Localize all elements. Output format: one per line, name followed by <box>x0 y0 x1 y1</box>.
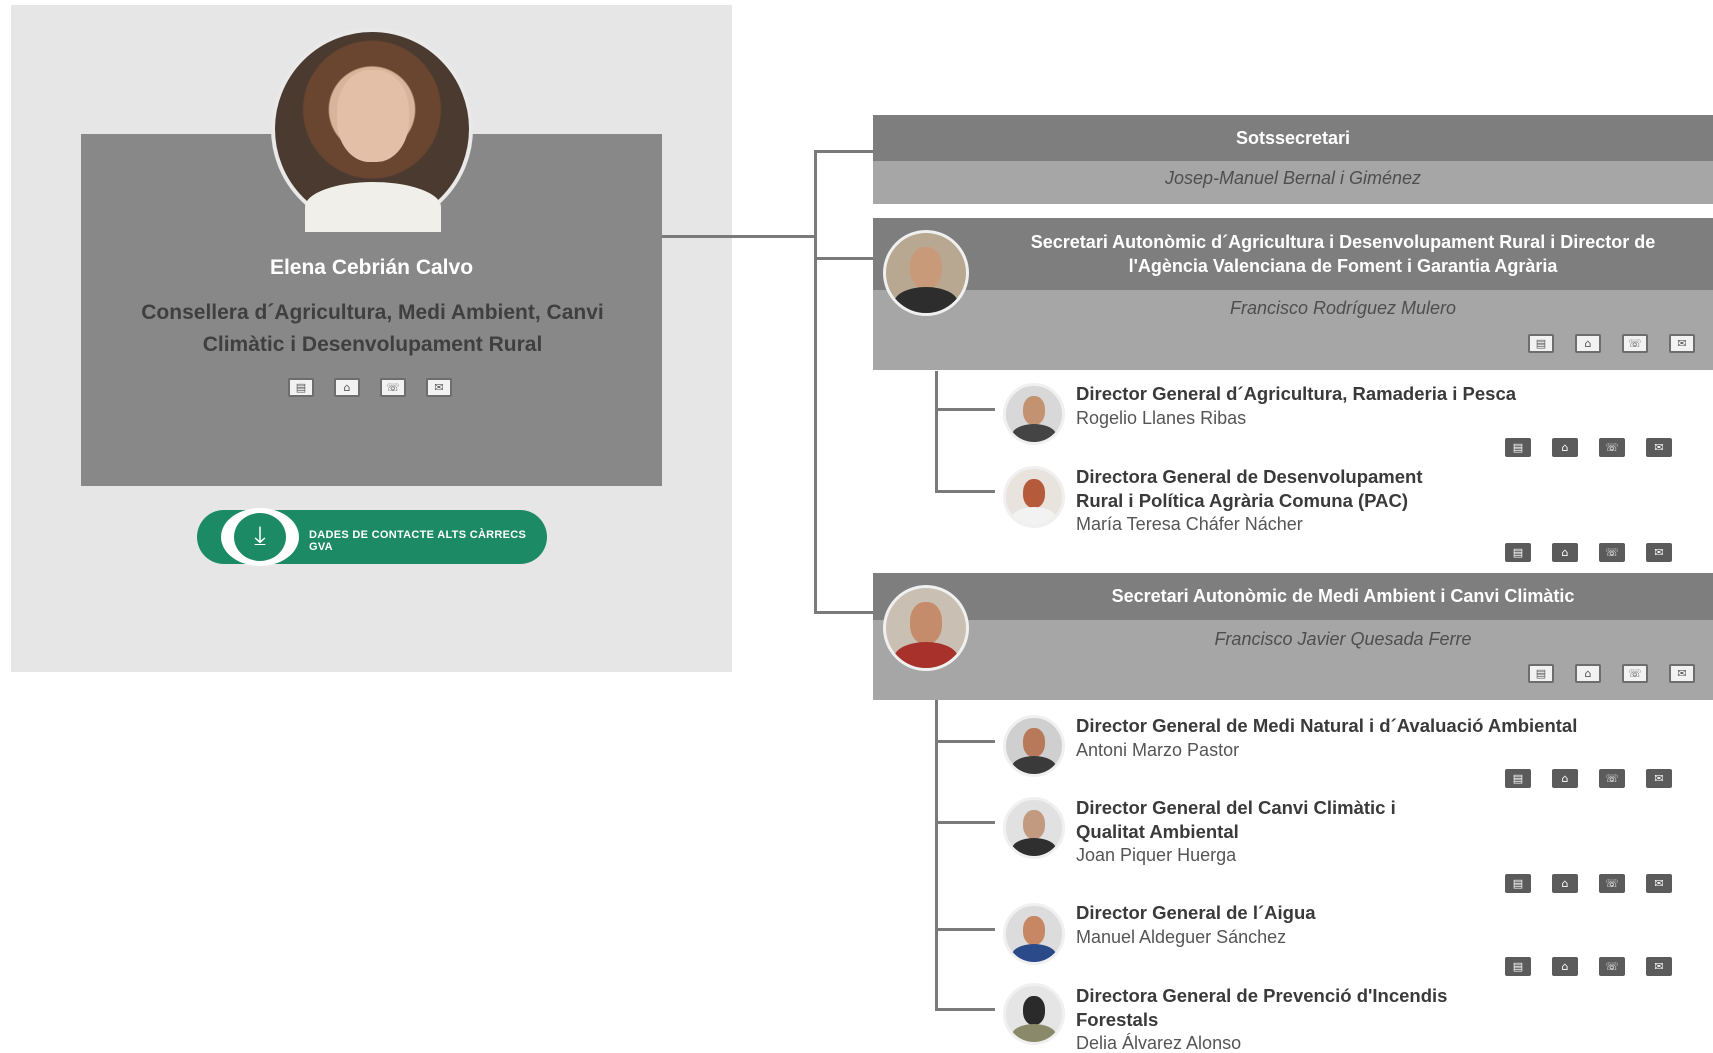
card-title: Secretari Autonòmic d´Agricultura i Dese… <box>873 218 1713 290</box>
card-title: Secretari Autonòmic de Medi Ambient i Ca… <box>873 573 1713 620</box>
minister-photo <box>271 28 473 232</box>
director-person: Rogelio Llanes Ribas <box>1076 408 1247 428</box>
card-title: Sotssecretari <box>873 115 1713 161</box>
secretari-agricultura-card: Secretari Autonòmic d´Agricultura i Dese… <box>873 218 1713 370</box>
contact-icons: ▤ ⌂ ☏ ✉ <box>1528 334 1695 353</box>
director-photo <box>1003 715 1065 777</box>
home-icon[interactable]: ⌂ <box>1552 874 1578 893</box>
document-icon[interactable]: ▤ <box>1505 874 1531 893</box>
home-icon[interactable]: ⌂ <box>1575 334 1601 353</box>
phone-icon[interactable]: ☏ <box>1599 769 1625 788</box>
sotssecretari-card: Sotssecretari Josep-Manuel Bernal i Gimé… <box>873 115 1713 204</box>
email-icon[interactable]: ✉ <box>1646 957 1672 976</box>
connector <box>935 408 995 411</box>
connector <box>814 150 817 613</box>
phone-icon[interactable]: ☏ <box>1599 874 1625 893</box>
director-photo <box>1003 983 1065 1045</box>
home-icon[interactable]: ⌂ <box>334 378 360 397</box>
secretari-medi-photo <box>883 585 969 671</box>
director-person: María Teresa Cháfer Nácher <box>1076 514 1303 534</box>
home-icon[interactable]: ⌂ <box>1575 664 1601 683</box>
email-icon[interactable]: ✉ <box>1646 769 1672 788</box>
director-photo <box>1003 903 1065 965</box>
connector <box>814 150 874 153</box>
home-icon[interactable]: ⌂ <box>1552 769 1578 788</box>
document-icon[interactable]: ▤ <box>1528 664 1554 683</box>
director-title: Director General del Canvi Climàtic i Qu… <box>1076 797 1396 842</box>
card-person: Josep-Manuel Bernal i Giménez <box>1164 168 1422 188</box>
download-label: DADES DE CONTACTE ALTS CÀRRECS GVA <box>309 529 527 553</box>
director-title: Director General de l´Aigua <box>1076 902 1316 923</box>
email-icon[interactable]: ✉ <box>1669 334 1695 353</box>
director-person: Joan Piquer Huerga <box>1076 845 1237 865</box>
connector <box>935 928 995 931</box>
connector <box>935 371 938 492</box>
director-title: Director General d´Agricultura, Ramaderi… <box>1076 383 1517 404</box>
director-title: Director General de Medi Natural i d´Ava… <box>1076 715 1578 736</box>
secretari-agricultura-photo <box>883 230 969 316</box>
director-photo <box>1003 797 1065 859</box>
connector <box>935 490 995 493</box>
director-title: Directora General de Desenvolupament Rur… <box>1076 466 1423 511</box>
email-icon[interactable]: ✉ <box>1646 543 1672 562</box>
email-icon[interactable]: ✉ <box>426 378 452 397</box>
document-icon[interactable]: ▤ <box>1505 769 1531 788</box>
document-icon[interactable]: ▤ <box>1505 957 1531 976</box>
home-icon[interactable]: ⌂ <box>1552 543 1578 562</box>
phone-icon[interactable]: ☏ <box>1599 957 1625 976</box>
phone-icon[interactable]: ☏ <box>1622 664 1648 683</box>
connector <box>935 821 995 824</box>
connector <box>935 740 995 743</box>
contact-icons: ▤ ⌂ ☏ ✉ <box>1528 664 1695 683</box>
director-title: Directora General de Prevenció d'Incendi… <box>1076 985 1448 1030</box>
director-person: Manuel Aldeguer Sánchez <box>1076 927 1287 947</box>
contact-icons: ▤ ⌂ ☏ ✉ <box>1505 874 1672 893</box>
home-icon[interactable]: ⌂ <box>1552 438 1578 457</box>
contact-icons: ▤ ⌂ ☏ ✉ <box>1505 543 1672 562</box>
director-person: Antoni Marzo Pastor <box>1076 740 1240 760</box>
phone-icon[interactable]: ☏ <box>1622 334 1648 353</box>
email-icon[interactable]: ✉ <box>1669 664 1695 683</box>
connector <box>814 611 874 614</box>
connector <box>662 235 816 238</box>
connector <box>935 1008 995 1011</box>
download-icon: ⤓ <box>234 513 286 561</box>
contact-icons: ▤ ⌂ ☏ ✉ <box>1505 438 1672 457</box>
document-icon[interactable]: ▤ <box>288 378 314 397</box>
phone-icon[interactable]: ☏ <box>1599 543 1625 562</box>
minister-name: Elena Cebrián Calvo <box>269 256 474 279</box>
connector <box>814 257 874 260</box>
secretari-medi-card: Secretari Autonòmic de Medi Ambient i Ca… <box>873 573 1713 700</box>
director-photo <box>1003 466 1065 528</box>
document-icon[interactable]: ▤ <box>1505 543 1531 562</box>
minister-contact-icons: ▤ ⌂ ☏ ✉ <box>288 378 452 397</box>
email-icon[interactable]: ✉ <box>1646 874 1672 893</box>
director-photo <box>1003 383 1065 445</box>
card-person: Francisco Javier Quesada Ferre <box>1214 629 1472 649</box>
contact-icons: ▤ ⌂ ☏ ✉ <box>1505 957 1672 976</box>
phone-icon[interactable]: ☏ <box>1599 438 1625 457</box>
card-person: Francisco Rodríguez Mulero <box>1229 298 1457 318</box>
document-icon[interactable]: ▤ <box>1528 334 1554 353</box>
email-icon[interactable]: ✉ <box>1646 438 1672 457</box>
document-icon[interactable]: ▤ <box>1505 438 1531 457</box>
home-icon[interactable]: ⌂ <box>1552 957 1578 976</box>
minister-role: Consellera d´Agricultura, Medi Ambient, … <box>141 301 604 356</box>
phone-icon[interactable]: ☏ <box>380 378 406 397</box>
connector <box>935 700 938 1011</box>
contact-icons: ▤ ⌂ ☏ ✉ <box>1505 769 1672 788</box>
download-contacts-button[interactable]: ⤓ DADES DE CONTACTE ALTS CÀRRECS GVA <box>197 508 547 566</box>
director-person: Delia Álvarez Alonso <box>1076 1033 1242 1053</box>
